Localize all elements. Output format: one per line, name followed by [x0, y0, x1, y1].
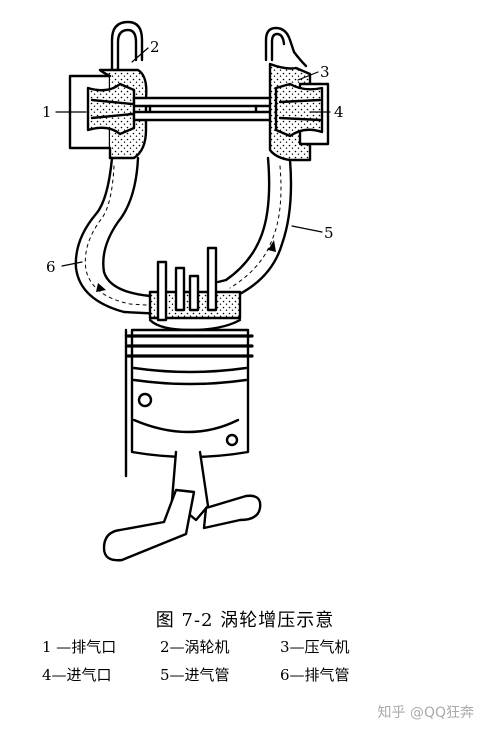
crankshaft — [102, 488, 262, 562]
figure-caption: 图 7-2 涡轮增压示意 — [155, 610, 335, 631]
legend-item: 3—压气机 — [280, 638, 350, 656]
label-5: 5 — [324, 224, 334, 242]
legend-item: 2—涡轮机 — [160, 638, 230, 656]
cylinder-head — [148, 246, 242, 332]
turbine-wheel — [86, 82, 136, 136]
intake-pipe — [216, 156, 293, 302]
label-3: 3 — [320, 63, 330, 81]
shaft — [132, 96, 274, 122]
leader-lines — [55, 47, 331, 267]
legend-item: 1 —排气口 — [42, 638, 117, 656]
label-6: 6 — [46, 258, 56, 276]
legend-row: 1 —排气口 2—涡轮机 3—压气机 — [42, 636, 462, 657]
exhaust-pipe — [74, 156, 166, 316]
legend-item: 5—进气管 — [160, 666, 230, 684]
label-4: 4 — [334, 103, 344, 121]
turbocharger-diagram: 1 2 3 4 5 6 — [42, 20, 344, 562]
compressor-wheel — [274, 82, 324, 138]
watermark: 知乎 @QQ狂奔 — [377, 705, 475, 721]
legend-item: 4—进气口 — [42, 666, 112, 684]
label-2: 2 — [150, 38, 160, 56]
label-1: 1 — [42, 103, 52, 121]
legend-row: 4—进气口 5—进气管 6—排气管 — [42, 664, 462, 685]
legend-item: 6—排气管 — [280, 666, 350, 684]
